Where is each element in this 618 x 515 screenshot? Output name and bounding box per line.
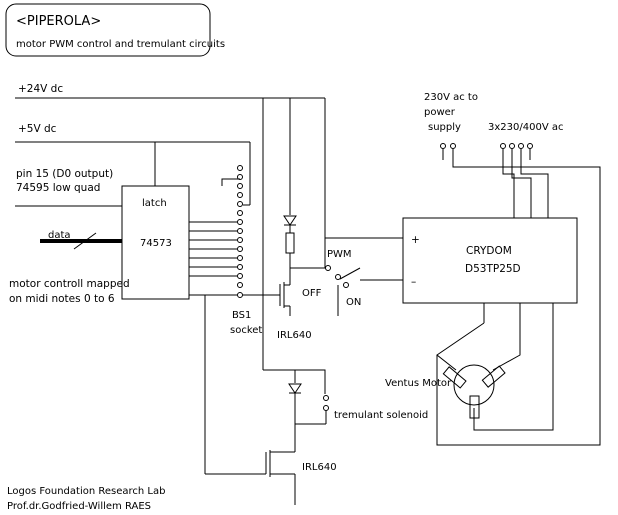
motor-label: Ventus Motor xyxy=(385,378,452,389)
pin-label-line2: 74595 low quad xyxy=(16,182,100,194)
three-phase-label: 3x230/400V ac xyxy=(488,122,563,133)
mosfet-lower-stage: IRL640 xyxy=(205,450,337,505)
credits: Logos Foundation Research Lab Prof.dr.Go… xyxy=(7,486,165,512)
diagram-title: <PIPEROLA> xyxy=(16,14,101,29)
relay-model-label: D53TP25D xyxy=(465,263,521,275)
tremulant-label: tremulant solenoid xyxy=(334,410,428,421)
credits-line1: Logos Foundation Research Lab xyxy=(7,486,165,497)
data-label: data xyxy=(48,230,71,241)
ic-part-label: 74573 xyxy=(140,238,172,249)
latch-ic-74573: latch 74573 xyxy=(121,185,237,474)
relay-brand-label: CRYDOM xyxy=(466,245,512,257)
mosfet-upper-stage: IRL640 xyxy=(262,98,330,370)
pwm-label: PWM xyxy=(327,249,352,260)
socket-label-line2: socket xyxy=(230,325,262,336)
rail-24v-label: +24V dc xyxy=(18,83,63,95)
supply-label-line3: supply xyxy=(428,122,461,133)
diagram-subtitle: motor PWM control and tremulant circuits xyxy=(16,39,225,50)
credits-line2: Prof.dr.Godfried-Willem RAES xyxy=(7,501,151,512)
mapping-label-line2: on midi notes 0 to 6 xyxy=(9,293,115,305)
relay-minus-label: – xyxy=(411,276,416,288)
crydom-relay: + – CRYDOM D53TP25D xyxy=(402,217,578,304)
relay-plus-label: + xyxy=(411,234,420,246)
ventus-motor: Ventus Motor xyxy=(385,303,554,431)
supply-rails: +24V dc +5V dc xyxy=(15,83,325,205)
title-box: <PIPEROLA> motor PWM control and tremula… xyxy=(5,3,225,57)
input-labels: pin 15 (D0 output) 74595 low quad data m… xyxy=(9,168,130,305)
pwm-on-label: ON xyxy=(346,297,361,308)
supply-label-line1: 230V ac to xyxy=(424,92,478,103)
mapping-label-line1: motor controll mapped xyxy=(9,278,130,290)
pwm-switch: PWM OFF ON xyxy=(302,98,403,316)
mosfet-upper-label: IRL640 xyxy=(277,330,312,341)
mosfet-lower-label: IRL640 xyxy=(302,462,337,473)
socket-label-line1: BS1 xyxy=(232,310,251,321)
rail-5v-label: +5V dc xyxy=(18,123,57,135)
mains-connections: 230V ac to power supply 3x230/400V ac xyxy=(424,92,601,446)
pwm-off-label: OFF xyxy=(302,288,322,299)
bs1-socket: BS1 socket xyxy=(221,165,280,336)
pin-label-line1: pin 15 (D0 output) xyxy=(16,168,113,180)
ic-latch-label: latch xyxy=(142,198,167,209)
tremulant-circuit: tremulant solenoid xyxy=(263,369,428,452)
supply-label-line2: power xyxy=(424,107,456,118)
